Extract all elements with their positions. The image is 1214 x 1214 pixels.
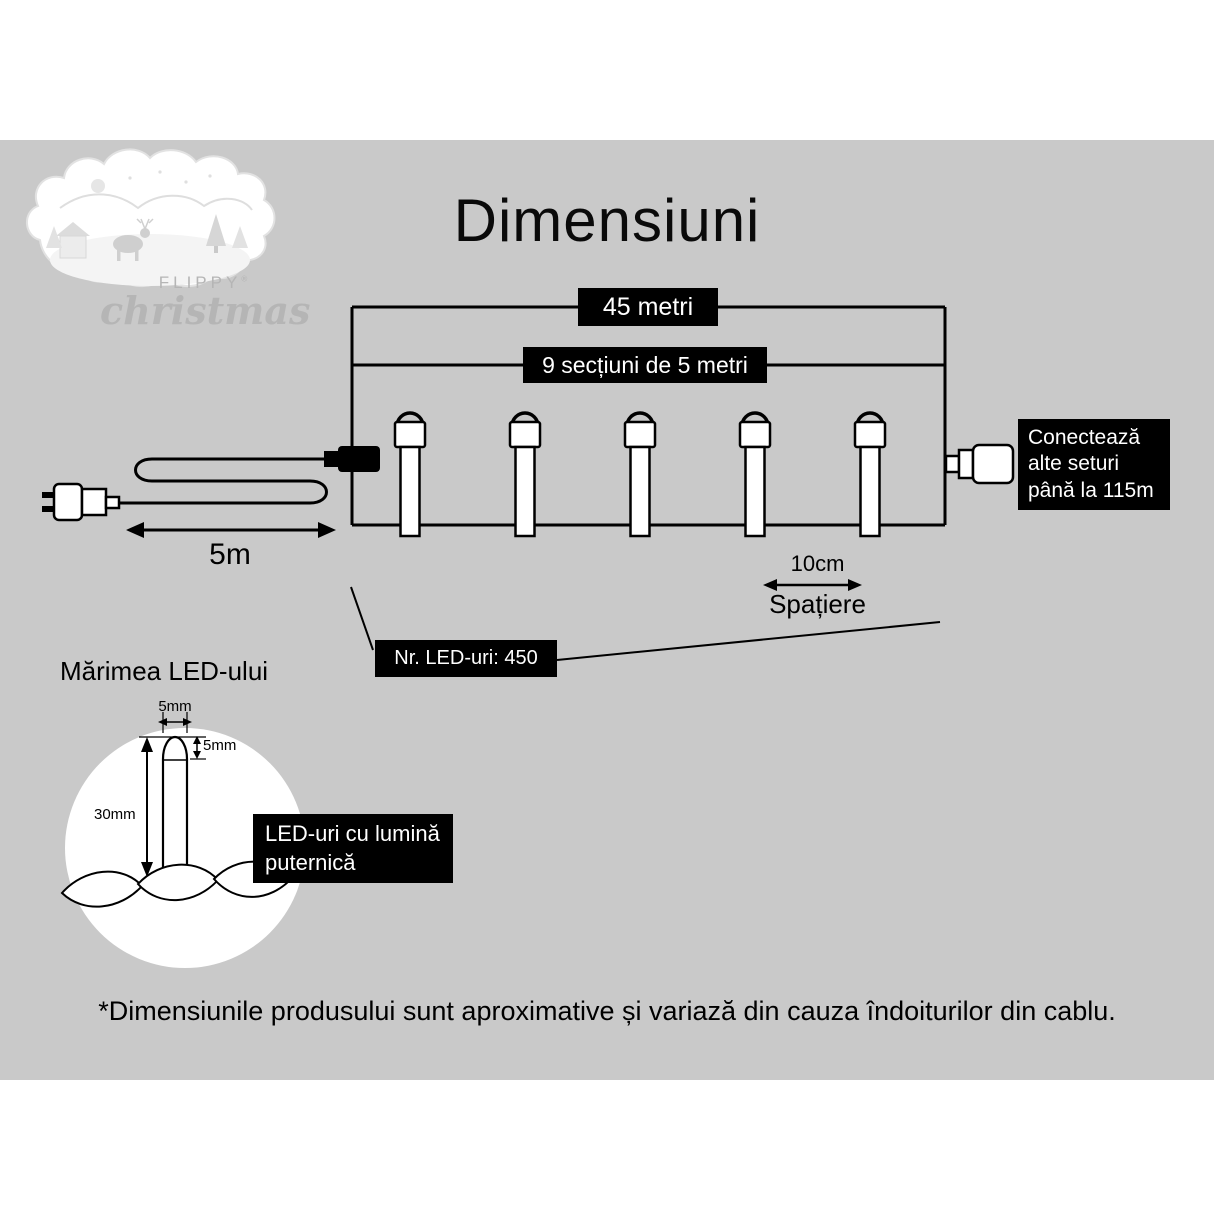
house-roof <box>56 222 90 236</box>
deer-icon <box>113 218 154 261</box>
total-length-label: 45 metri <box>578 288 718 326</box>
spacing-label: Spațiere <box>769 589 866 619</box>
lead-wire <box>118 457 334 505</box>
bottom-white-band <box>0 1080 1214 1214</box>
star-icon <box>158 170 162 174</box>
logo-brand-text: FLIPPY® <box>138 273 268 293</box>
led-tip-dimension: 5mm <box>203 737 237 754</box>
top-white-band <box>0 0 1214 140</box>
led-size-heading: Mărimea LED-ului <box>60 656 269 686</box>
logo-illustration <box>26 148 276 287</box>
star-icon <box>208 174 212 178</box>
star-icon <box>184 180 188 184</box>
sections-label: 9 secțiuni de 5 metri <box>523 347 767 383</box>
registered-mark: ® <box>241 274 248 284</box>
leader-line-left <box>350 586 374 651</box>
lead-length-label: 5m <box>209 538 251 571</box>
led-bulb-icons <box>393 411 887 538</box>
led-dimension-arrows <box>139 712 206 877</box>
pine-tree-icon <box>232 226 248 248</box>
lead-length-arrow <box>126 522 336 538</box>
power-plug-icon <box>42 482 121 522</box>
led-height-dimension: 30mm <box>94 806 136 823</box>
logo-script-text: christmas <box>100 288 311 333</box>
moon-icon <box>91 179 105 193</box>
cloud-scallop-line <box>59 193 253 211</box>
pine-tree-icon <box>46 226 62 248</box>
cable-connector-right <box>944 443 1015 485</box>
spacing-arrow <box>763 579 862 591</box>
logo-brand-name: FLIPPY <box>158 273 242 292</box>
led-detail-bulb <box>161 735 189 879</box>
page-title: Dimensiuni <box>453 187 761 254</box>
snow-ground <box>50 234 250 286</box>
pine-tree-icon <box>206 214 226 246</box>
leader-line-right <box>556 621 941 661</box>
star-icon <box>128 176 132 180</box>
tree-trunk <box>214 246 218 253</box>
disclaimer-footnote: *Dimensiunile produsului sunt aproximati… <box>98 996 1116 1026</box>
spacing-value-label: 10cm <box>790 551 845 576</box>
connect-sets-label: Conectează alte seturi până la 115m <box>1018 419 1170 511</box>
bright-led-callout: LED-uri cu lumină puternică <box>253 814 453 884</box>
led-count-label: Nr. LED-uri: 450 <box>375 640 557 677</box>
cable-connector-left <box>324 446 380 472</box>
led-width-dimension: 5mm <box>158 698 192 715</box>
